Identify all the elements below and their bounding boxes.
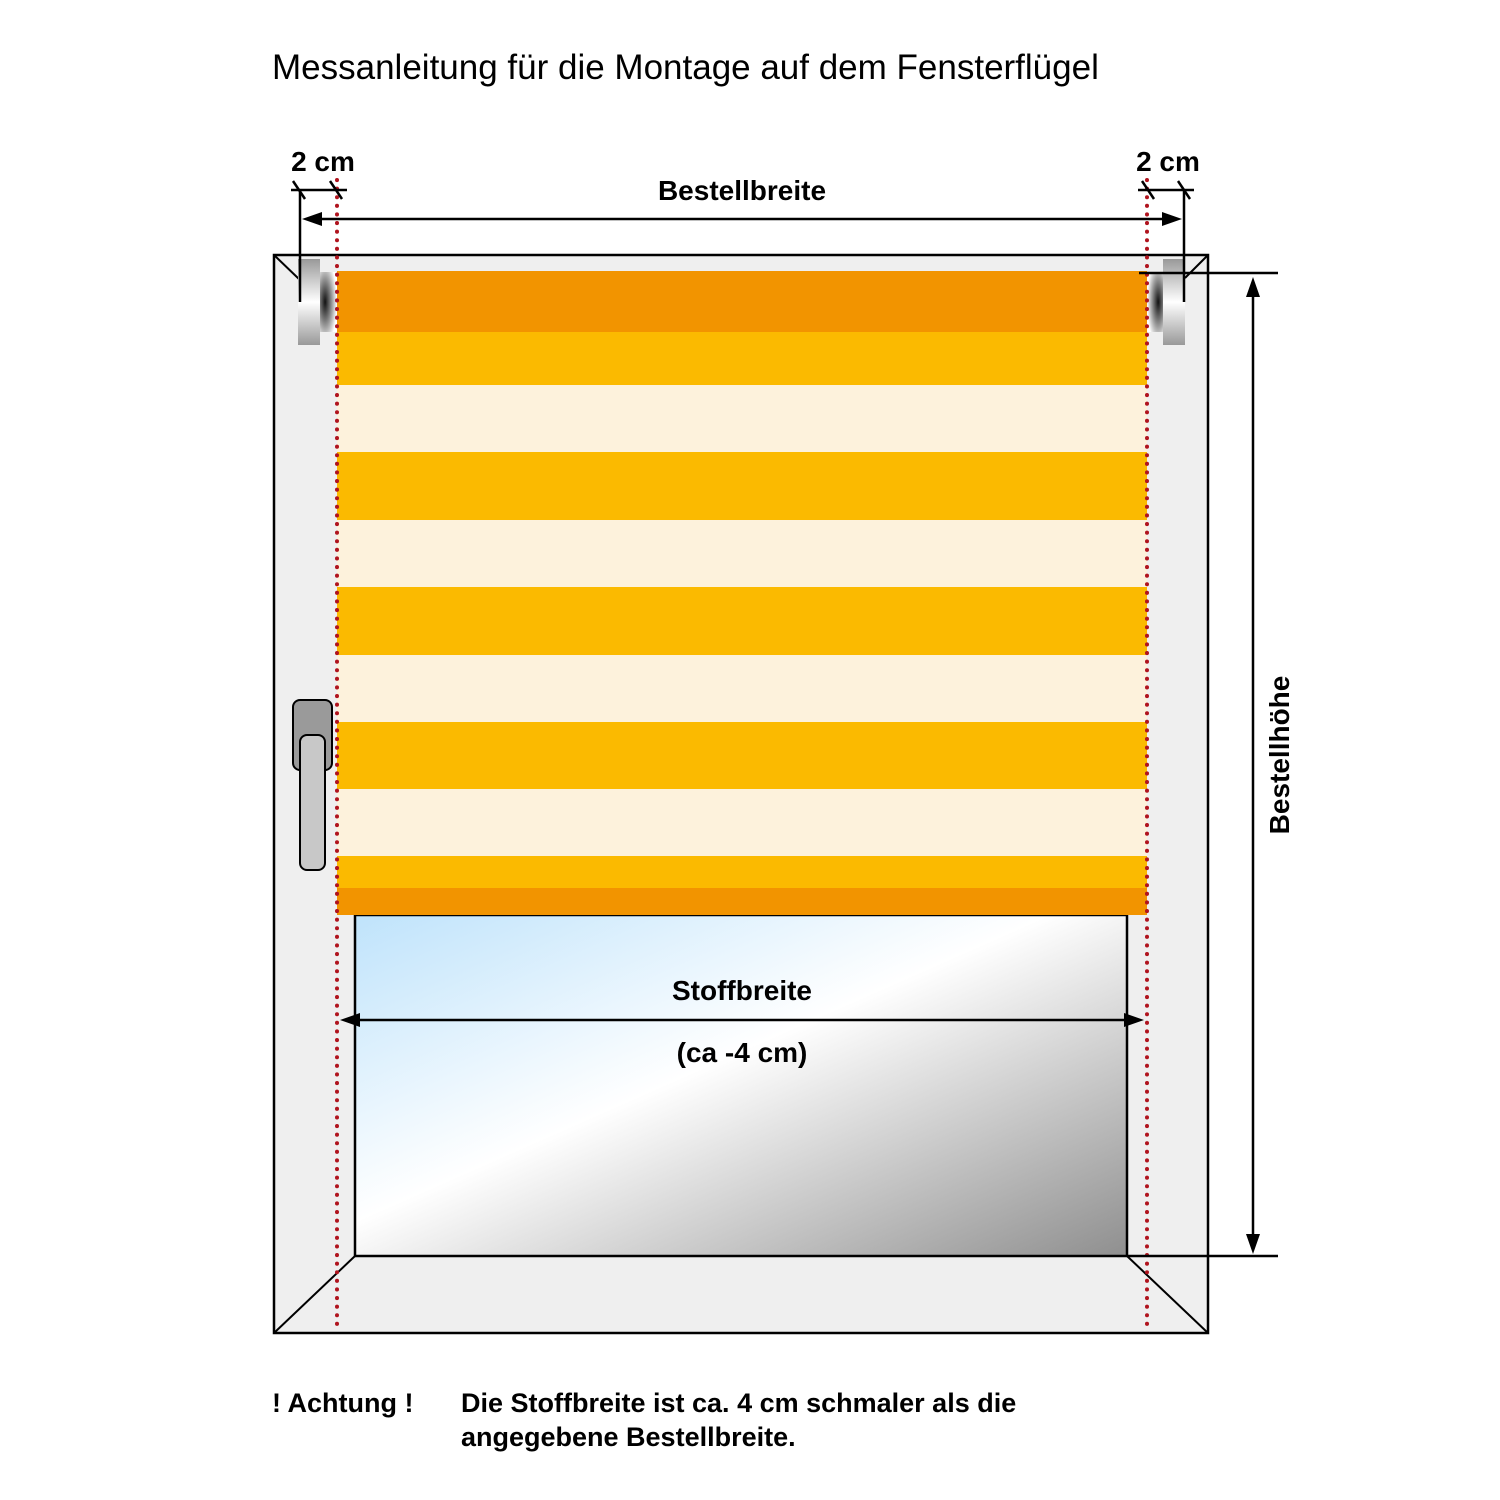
right-margin-label: 2 cm <box>1136 146 1200 177</box>
window-handle <box>292 699 333 871</box>
arrowheads <box>302 212 1260 1254</box>
left-margin-label: 2 cm <box>291 146 355 177</box>
right-bracket <box>1147 259 1185 345</box>
fabric-width-note: (ca -4 cm) <box>677 1037 808 1068</box>
fabric-width-label: Stoffbreite <box>672 975 812 1006</box>
order-height-label: Bestellhöhe <box>1264 676 1295 835</box>
window-glass <box>353 913 1129 1258</box>
page-title: Messanleitung für die Montage auf dem Fe… <box>272 48 1099 87</box>
roller-blind <box>337 271 1147 915</box>
left-bracket <box>298 259 337 345</box>
notice-prefix: ! Achtung ! <box>272 1388 413 1418</box>
dimension-lines <box>291 180 1278 1258</box>
notice-line-1: Die Stoffbreite ist ca. 4 cm schmaler al… <box>461 1388 1016 1418</box>
order-width-label: Bestellbreite <box>658 175 826 206</box>
notice-line-2: angegebene Bestellbreite. <box>461 1422 796 1452</box>
